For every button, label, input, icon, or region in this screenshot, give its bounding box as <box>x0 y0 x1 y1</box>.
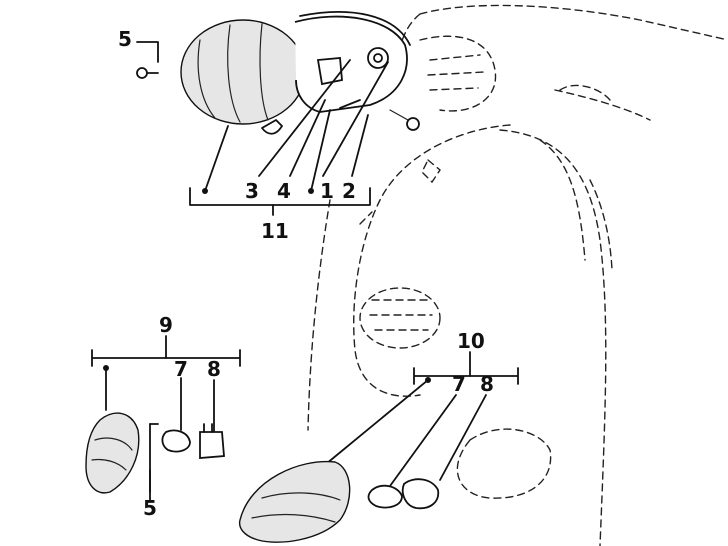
callout-8-right: 8 <box>480 372 494 396</box>
right-turn-signal-lens <box>238 460 351 543</box>
callout-2: 2 <box>342 179 356 203</box>
callout-4: 4 <box>277 179 291 203</box>
screw-5-top <box>136 41 159 79</box>
callout-9: 9 <box>159 313 173 337</box>
headlamp-leader-lines <box>189 59 389 216</box>
callout-1: 1 <box>320 179 334 203</box>
callout-5-top: 5 <box>118 27 132 51</box>
headlamp-lens <box>180 19 306 125</box>
right-signal-socket <box>401 478 440 510</box>
headlamp-assembly <box>180 11 420 135</box>
headlamp-reflector-housing <box>294 15 408 113</box>
left-signal-socket <box>199 431 225 459</box>
left-signal-bulb <box>161 429 191 453</box>
headlamp-bracket <box>316 57 343 86</box>
callout-7-right: 7 <box>452 372 466 396</box>
left-turn-signal-lens <box>85 412 140 494</box>
callout-7-left: 7 <box>174 357 188 381</box>
callout-11: 11 <box>261 219 289 243</box>
headlamp-adjust-screw <box>406 117 420 131</box>
left-turn-signal-group <box>85 335 241 501</box>
right-turn-signal-group <box>238 351 519 543</box>
callout-10: 10 <box>457 329 485 353</box>
right-signal-bulb <box>367 484 403 509</box>
callout-3: 3 <box>245 179 259 203</box>
callout-8-left: 8 <box>207 357 221 381</box>
callout-5-bottom: 5 <box>143 496 157 520</box>
scooter-body-outline <box>307 4 728 546</box>
